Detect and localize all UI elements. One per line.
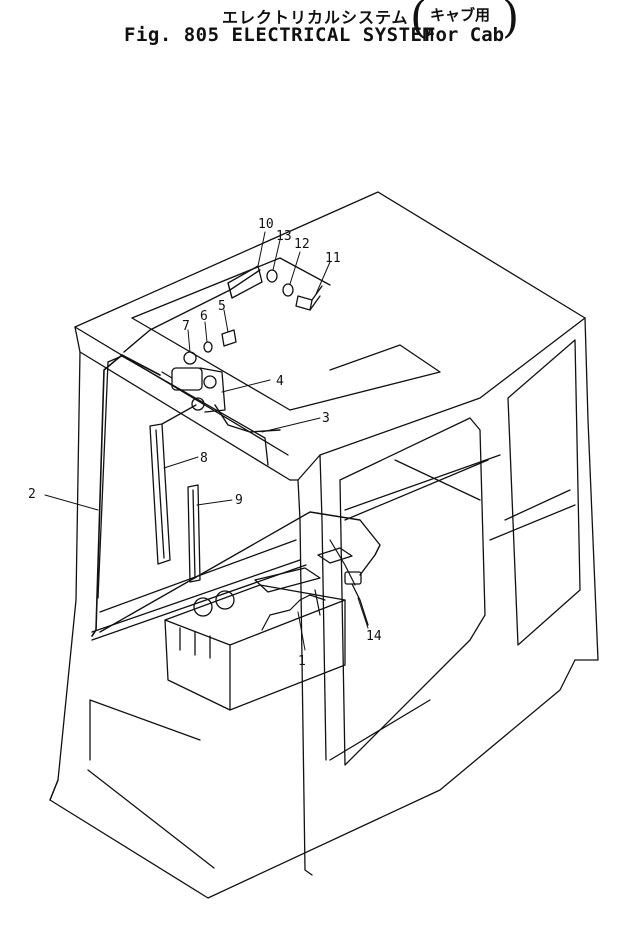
callout-10: 10 [258, 217, 274, 232]
wiper-arm [149, 404, 197, 565]
callout-8: 8 [200, 451, 208, 466]
callout-14: 14 [366, 629, 382, 644]
callout-7: 7 [182, 319, 190, 334]
callout-labels: 1 2 3 4 5 6 7 8 9 10 11 12 13 14 [28, 217, 382, 669]
roof-lamp [227, 265, 263, 299]
hardware-parts [183, 269, 323, 365]
callout-2: 2 [28, 487, 36, 502]
callout-3: 3 [322, 411, 330, 426]
callout-1: 1 [298, 654, 306, 669]
title-japanese: エレクトリカルシステム [222, 8, 409, 27]
close-paren: ) [502, 0, 520, 43]
leader-lines [44, 231, 369, 651]
title-english-sub: For Cab [424, 24, 505, 46]
wiper-motor [161, 367, 226, 413]
wiper-blade [187, 484, 201, 583]
battery [164, 547, 353, 711]
callout-4: 4 [276, 374, 284, 389]
open-paren: ( [410, 0, 428, 43]
callout-11: 11 [325, 251, 341, 266]
callout-9: 9 [235, 493, 243, 508]
cab-frame [49, 191, 599, 899]
title-english: Fig. 805 ELECTRICAL SYSTEM [124, 24, 435, 46]
callout-12: 12 [294, 237, 310, 252]
wiring-harness [91, 269, 381, 637]
title-japanese-sub: キャブ用 [430, 6, 491, 24]
relay-connector [344, 571, 369, 626]
callout-5: 5 [218, 299, 226, 314]
callout-6: 6 [200, 309, 208, 324]
callout-13: 13 [276, 229, 292, 244]
